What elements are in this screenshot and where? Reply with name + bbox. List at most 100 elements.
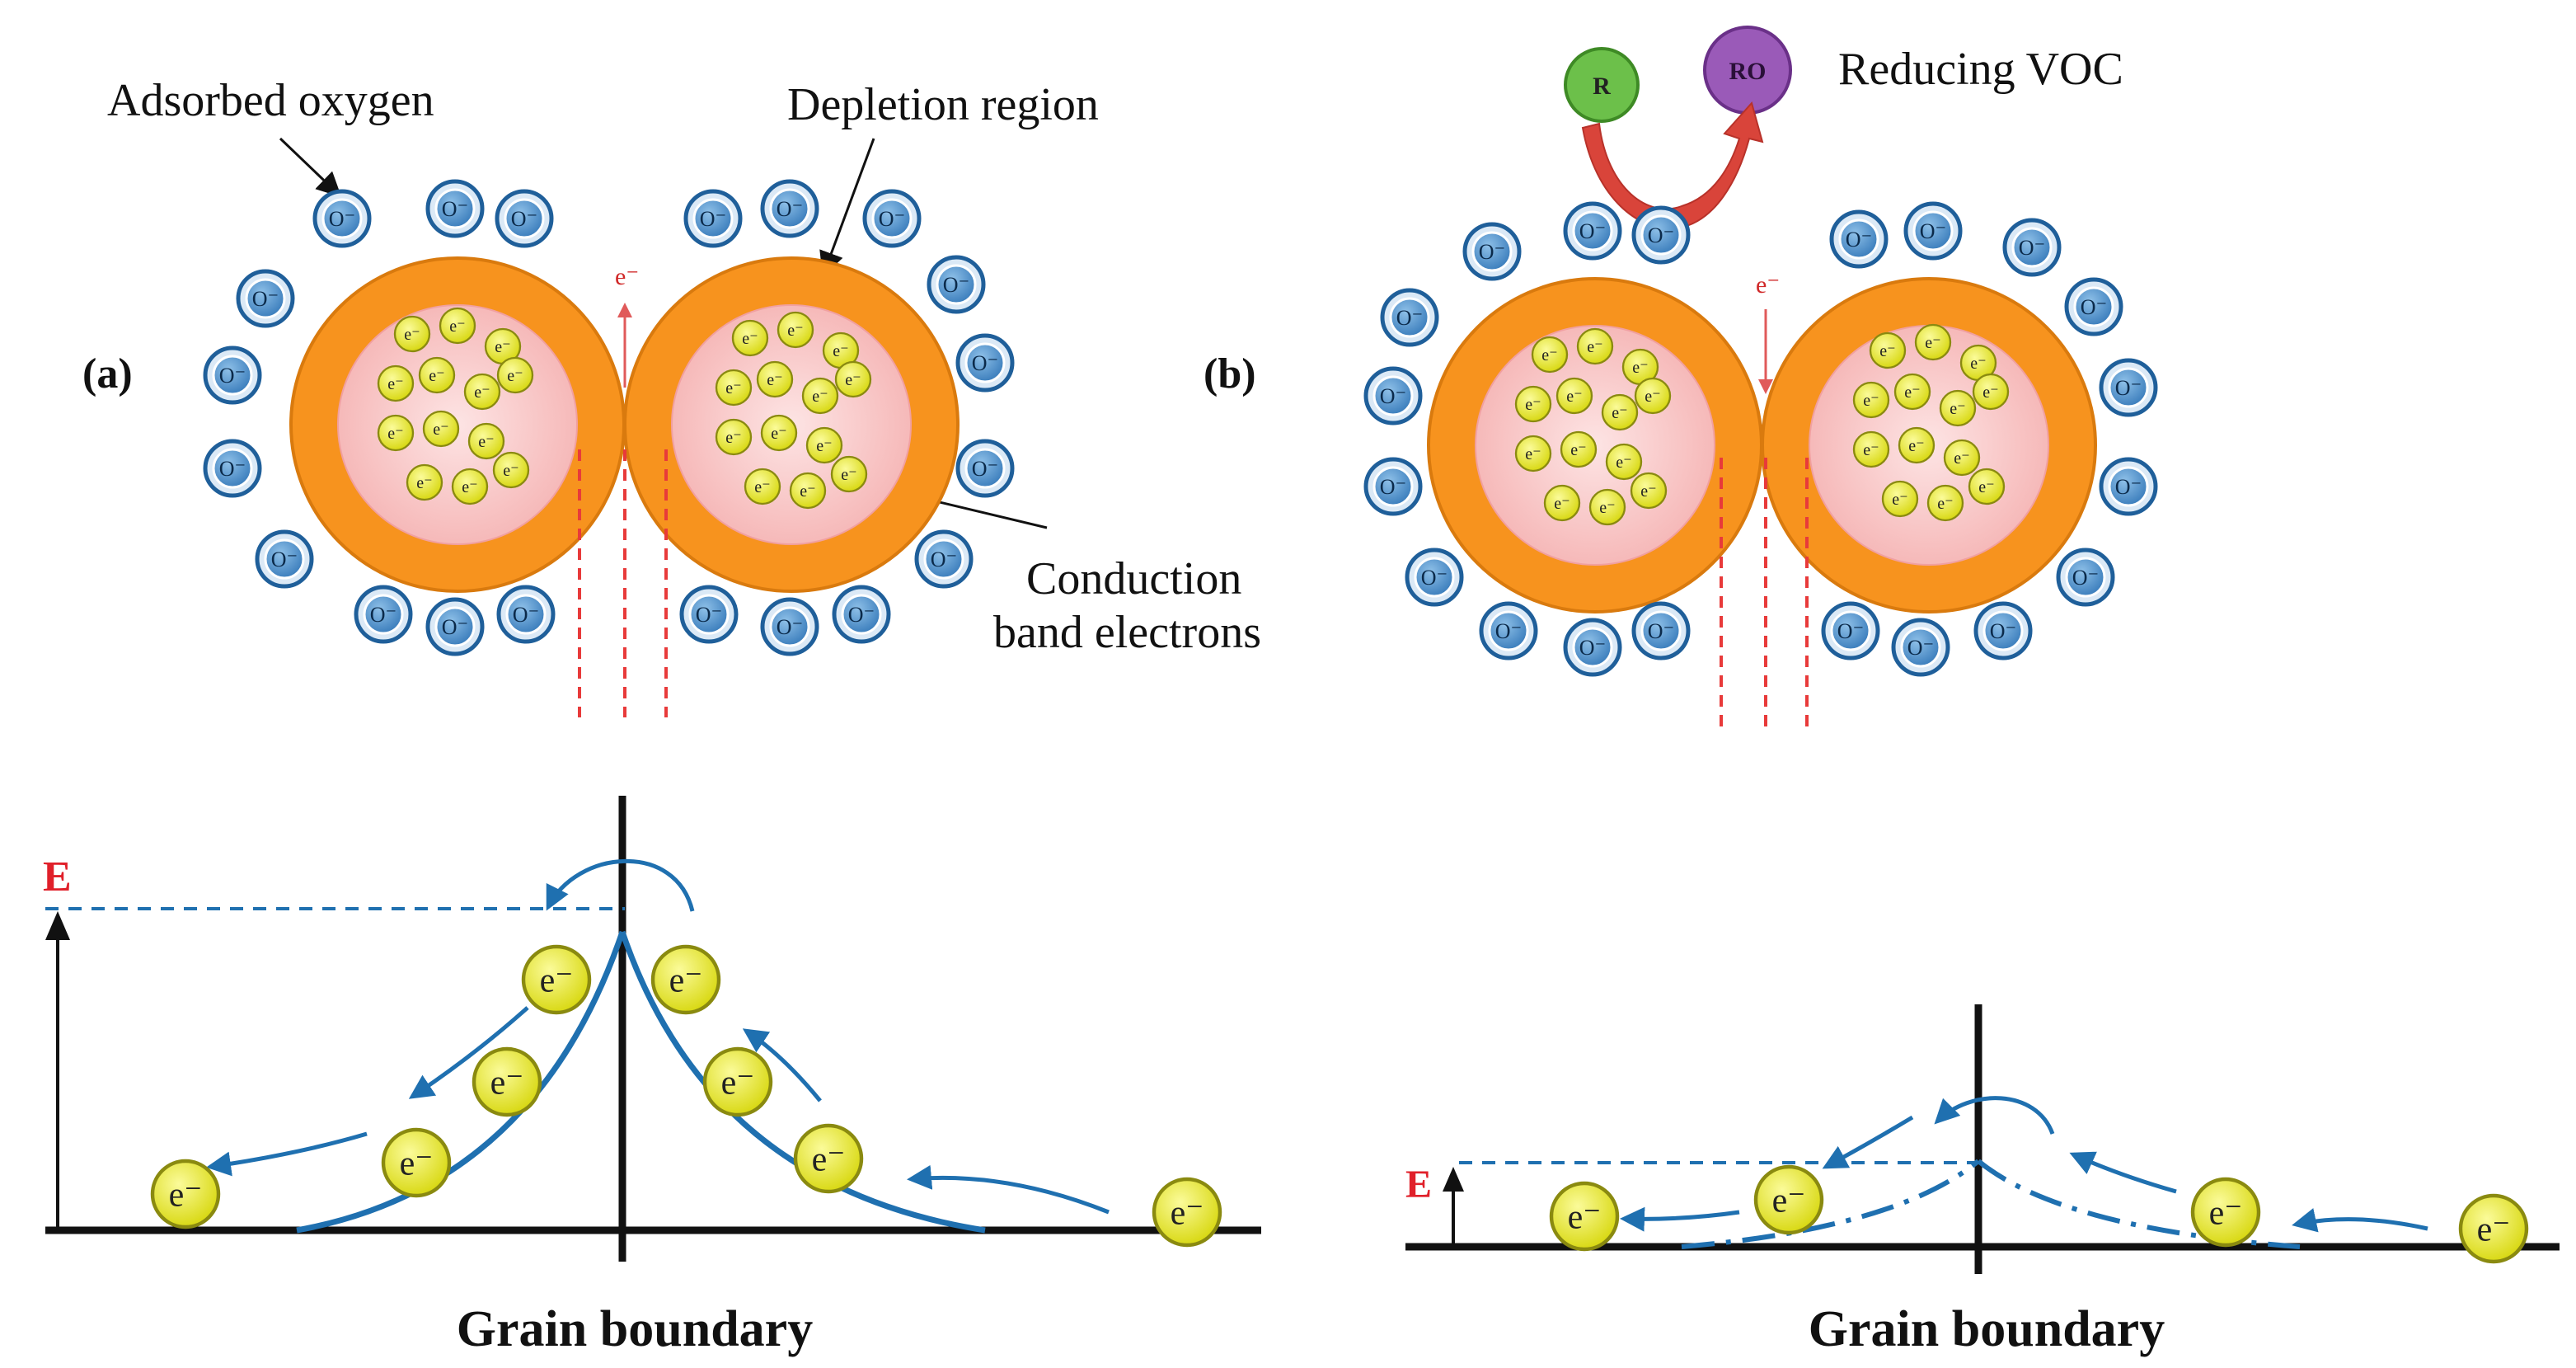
adsorbed-oxygen-ion: O⁻: [1479, 601, 1538, 660]
energy-axis-label: E: [43, 853, 72, 900]
electron-label: e⁻: [1525, 396, 1541, 414]
ion-label: O⁻: [2115, 475, 2142, 499]
adsorbed-oxygen-ion: O⁻: [862, 189, 922, 248]
ion-label: O⁻: [2019, 236, 2046, 260]
flow-arrow: [2069, 1151, 2177, 1194]
electron: e⁻: [1968, 468, 2006, 505]
electron: e⁻: [777, 311, 814, 349]
electron: e⁻: [1852, 381, 1890, 419]
electron: e⁻: [521, 944, 592, 1015]
flow-arrow: [907, 1164, 1110, 1215]
electron-label: e⁻: [540, 962, 574, 1000]
panel-b-label: (b): [1204, 350, 1256, 397]
adsorbed-oxygen-label: Adsorbed oxygen: [107, 75, 434, 126]
grain: e⁻e⁻e⁻e⁻e⁻e⁻e⁻e⁻e⁻e⁻e⁻e⁻e⁻: [1427, 277, 1763, 613]
conduction-electrons-label: Conduction band electrons: [993, 553, 1261, 658]
electron: e⁻: [377, 414, 415, 452]
ion-label: O⁻: [1579, 636, 1607, 660]
electron-label: e⁻: [507, 367, 523, 385]
energy-diagram-a: E e⁻e⁻e⁻e⁻e⁻e⁻e⁻e⁻ Grain boundary: [43, 796, 1261, 1357]
conduction-label-line2: band electrons: [993, 607, 1261, 658]
electron-label: e⁻: [1908, 437, 1924, 455]
electron-label: e⁻: [1970, 355, 1986, 373]
electron-label: e⁻: [387, 375, 403, 393]
ion-label: O⁻: [972, 457, 999, 481]
electron: e⁻: [1869, 331, 1907, 369]
ion-label: O⁻: [1380, 384, 1407, 408]
electron: e⁻: [760, 414, 798, 452]
electron-label: e⁻: [1904, 383, 1920, 402]
adsorbed-oxygen-ion: O⁻: [1891, 618, 1950, 677]
electron: e⁻: [789, 472, 827, 510]
electron-label: e⁻: [1892, 491, 1907, 509]
electron-label: e⁻: [1541, 346, 1557, 364]
electron: e⁻: [1893, 373, 1931, 411]
electron-label: e⁻: [721, 1065, 755, 1102]
panel-a: (a) Adsorbed oxygen Depletion region Con…: [82, 75, 1261, 717]
electron-label: e⁻: [725, 379, 741, 397]
electron-label: e⁻: [841, 466, 856, 484]
ion-label: O⁻: [219, 364, 246, 388]
ion-label: O⁻: [1495, 619, 1523, 643]
ion-label: O⁻: [700, 207, 727, 231]
adsorbed-oxygen-ion: O⁻: [1363, 366, 1423, 425]
electron-label: e⁻: [800, 482, 815, 501]
ion-label: O⁻: [1579, 219, 1607, 243]
grain: e⁻e⁻e⁻e⁻e⁻e⁻e⁻e⁻e⁻e⁻e⁻e⁻e⁻: [623, 256, 960, 593]
electron-label: e⁻: [845, 371, 861, 389]
ion-label: O⁻: [1421, 566, 1448, 590]
electron: e⁻: [1972, 373, 2010, 411]
electron: e⁻: [1852, 430, 1890, 468]
electron-label: e⁻: [1570, 441, 1586, 459]
electron: e⁻: [650, 944, 721, 1015]
flow-arrow: [2292, 1208, 2428, 1233]
ion-label: O⁻: [1396, 306, 1424, 330]
reactant-molecule: [1564, 47, 1640, 123]
electron: e⁻: [1152, 1177, 1222, 1248]
adsorbed-oxygen-ion: O⁻: [914, 529, 974, 589]
electron-label: e⁻: [1612, 404, 1627, 422]
flow-arrow: [408, 1006, 529, 1099]
electron-label: e⁻: [1554, 495, 1570, 513]
electron-label: e⁻: [449, 317, 465, 336]
flow-arrow: [206, 1131, 368, 1177]
ion-label: O⁻: [1990, 619, 2017, 643]
electron: e⁻: [756, 360, 794, 398]
electron-label: e⁻: [1950, 400, 1965, 418]
energy-electrons-b: e⁻e⁻e⁻e⁻: [1549, 1164, 2529, 1264]
electron-label: e⁻: [503, 462, 518, 480]
electron-flow-label-b: e⁻: [1756, 271, 1780, 299]
electron: e⁻: [451, 468, 489, 505]
reactant-label: R: [1593, 73, 1611, 100]
electron-label: e⁻: [404, 326, 420, 344]
electron-label: e⁻: [2477, 1211, 2511, 1249]
electron: e⁻: [702, 1046, 773, 1117]
electron-label: e⁻: [1645, 388, 1660, 406]
ion-label: O⁻: [1648, 223, 1675, 247]
ion-label: O⁻: [1846, 228, 1873, 252]
adsorbed-oxygen-ion: O⁻: [1380, 288, 1439, 347]
adsorbed-oxygen-ion: O⁻: [1462, 222, 1522, 281]
energy-axis-arrowhead: [45, 911, 70, 940]
electron-label: e⁻: [478, 433, 494, 451]
ion-label: O⁻: [848, 603, 875, 627]
reaction-arrow: [1581, 101, 1764, 230]
electron-label: e⁻: [1954, 449, 1969, 468]
energy-diagram-b: E e⁻e⁻e⁻e⁻ Grain boundary: [1405, 1004, 2560, 1357]
hop-arrow: [546, 858, 695, 912]
conduction-label-line1: Conduction: [1026, 553, 1241, 604]
ion-label: O⁻: [1920, 219, 1947, 243]
adsorbed-oxygen-ion: O⁻: [203, 346, 262, 405]
product-label: RO: [1729, 58, 1767, 85]
adsorbed-oxygen-ion: O⁻: [496, 585, 556, 644]
electron-label: e⁻: [1937, 495, 1953, 513]
electron: e⁻: [1943, 439, 1981, 477]
electron-flow-label-a: e⁻: [615, 263, 639, 290]
adsorbed-oxygen-ion: O⁻: [255, 529, 314, 589]
electron-label: e⁻: [387, 425, 403, 443]
adsorbed-oxygen-ion: O⁻: [2056, 548, 2115, 607]
adsorbed-oxygen-ion: O⁻: [955, 439, 1015, 498]
ion-label: O⁻: [1837, 619, 1865, 643]
electron-label: e⁻: [1863, 392, 1879, 410]
barrier-left-dashed: [1681, 1159, 1980, 1249]
